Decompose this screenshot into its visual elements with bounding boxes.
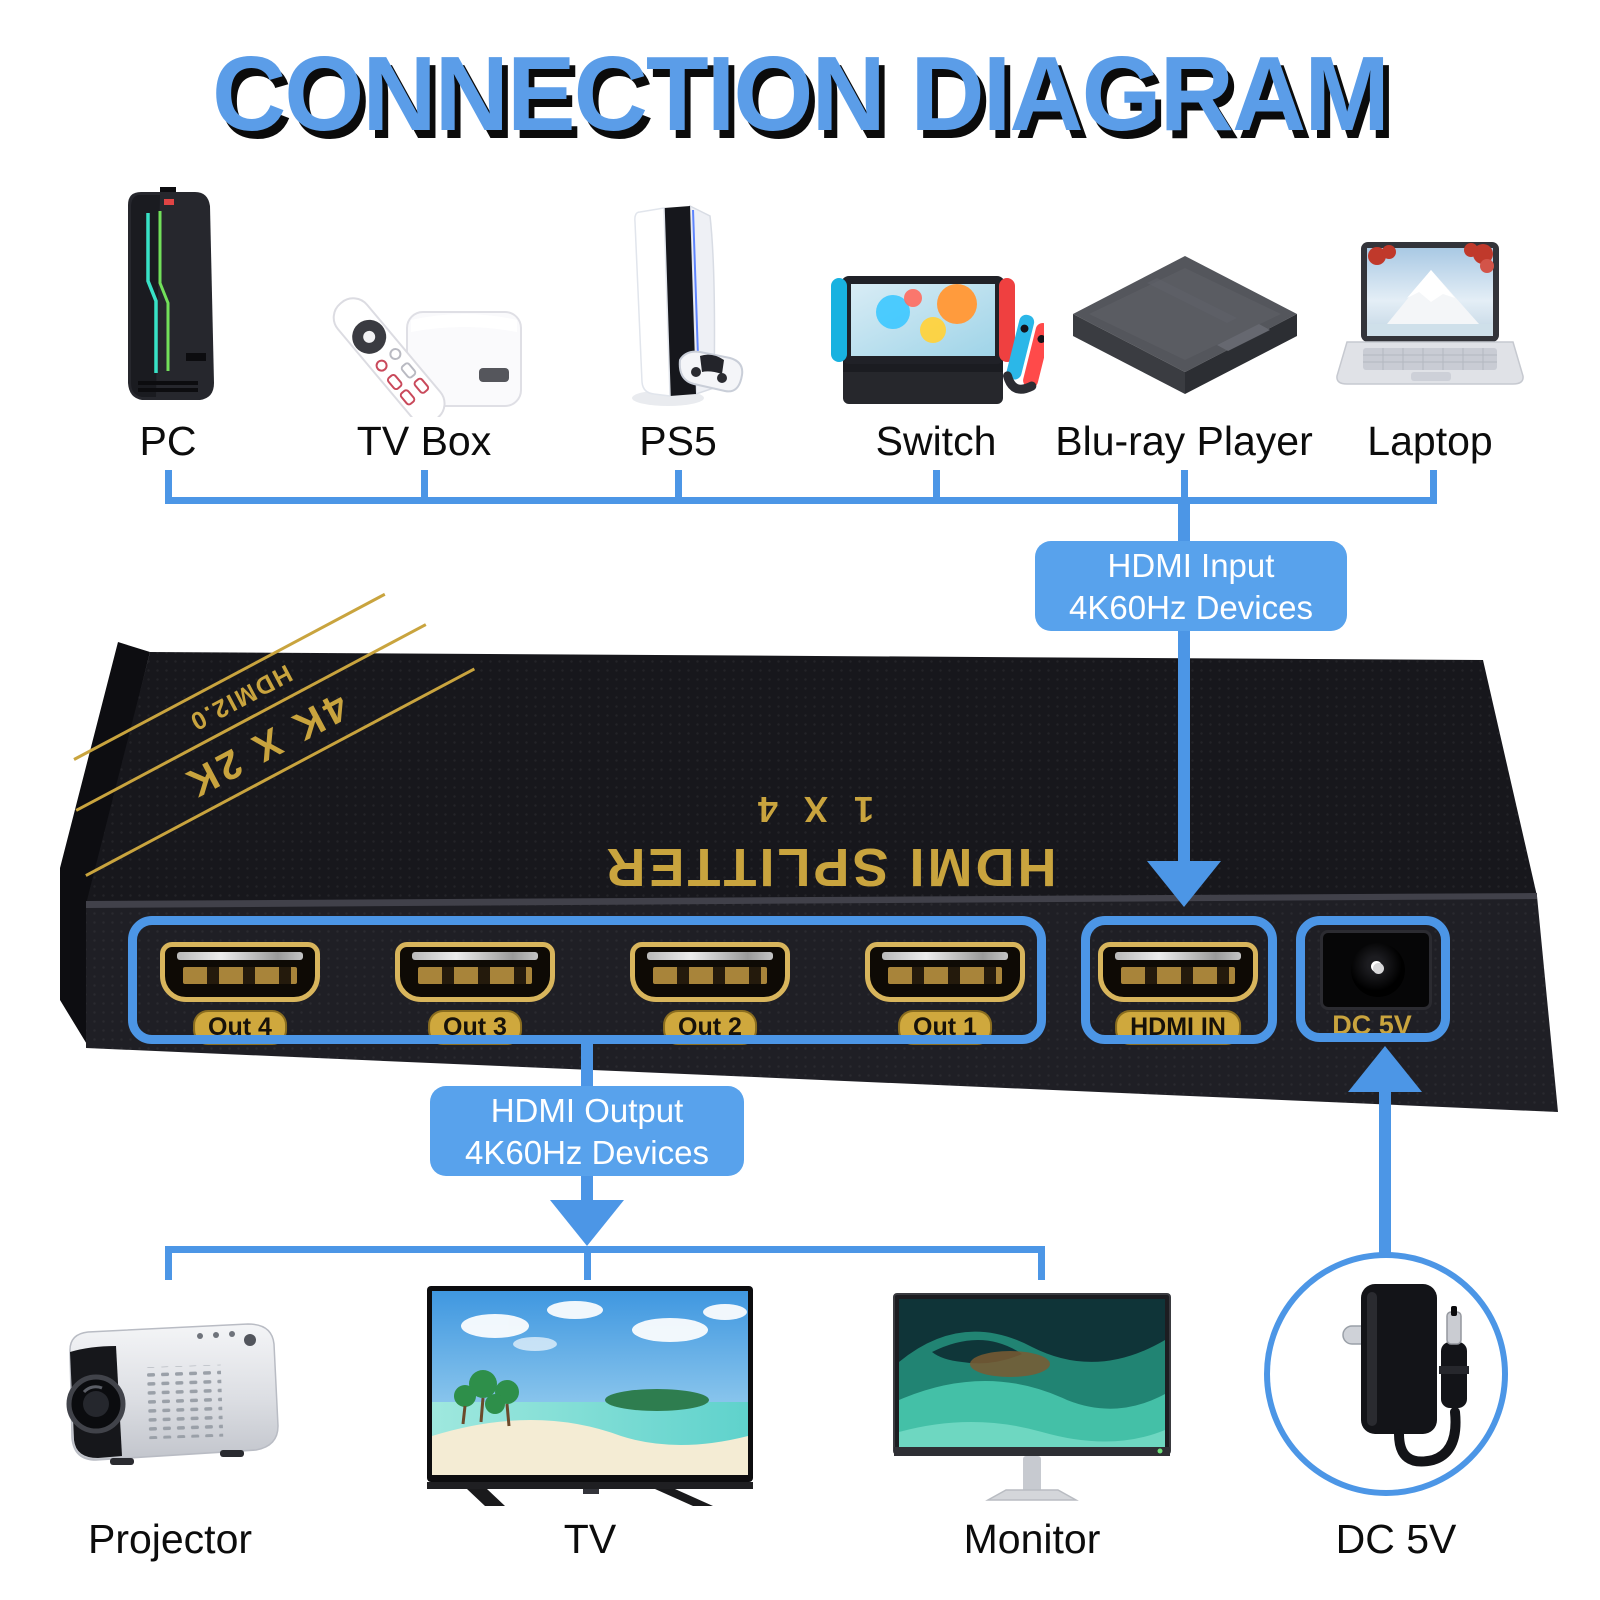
splitter-model-text: 1 X 4 bbox=[749, 789, 875, 830]
hdmi-input-callout: HDMI Input 4K60Hz Devices bbox=[1035, 541, 1347, 631]
monitor-icon bbox=[892, 1292, 1172, 1507]
hdmi-input-callout-line2: 4K60Hz Devices bbox=[1069, 589, 1313, 626]
tv-box-icon bbox=[319, 292, 529, 424]
hdmi-port-input bbox=[1098, 942, 1258, 1002]
device-label-bluray: Blu-ray Player bbox=[1055, 418, 1313, 464]
device-label-tv: TV bbox=[563, 1516, 617, 1562]
hdmi-port-out4 bbox=[160, 942, 320, 1002]
power-adapter-icon bbox=[1283, 1262, 1493, 1482]
dc-jack-pin bbox=[1373, 963, 1384, 974]
pc-icon bbox=[108, 185, 228, 415]
port-tongue bbox=[418, 967, 532, 984]
output-connector-line-lower bbox=[581, 1174, 593, 1202]
output-stub-monitor bbox=[1038, 1246, 1045, 1280]
power-arrow-icon bbox=[1348, 1046, 1422, 1092]
page-title: CONNECTION DIAGRAM bbox=[211, 35, 1390, 153]
output-connector-line-upper bbox=[581, 1042, 593, 1088]
input-stub-tv-box bbox=[421, 470, 428, 498]
dc-jack-hole bbox=[1351, 943, 1405, 997]
hdmi-port-out3 bbox=[395, 942, 555, 1002]
laptop-icon bbox=[1335, 238, 1525, 413]
input-stub-laptop bbox=[1430, 470, 1437, 498]
port-pins bbox=[647, 952, 773, 960]
projector-icon bbox=[50, 1318, 290, 1468]
hdmi-output-callout: HDMI Output 4K60Hz Devices bbox=[430, 1086, 744, 1176]
port-pins bbox=[177, 952, 303, 960]
device-label-tv-box: TV Box bbox=[356, 418, 492, 464]
input-port-outline bbox=[1081, 916, 1277, 1044]
hdmi-port-out2 bbox=[630, 942, 790, 1002]
input-connector-line-upper bbox=[1178, 497, 1190, 543]
port-tongue bbox=[888, 967, 1002, 984]
hdmi-output-callout-line2: 4K60Hz Devices bbox=[465, 1134, 709, 1171]
output-bracket-line bbox=[165, 1246, 1045, 1253]
input-stub-pc bbox=[165, 470, 172, 498]
ps5-icon bbox=[606, 198, 751, 413]
hdmi-port-out1 bbox=[865, 942, 1025, 1002]
output-stub-projector bbox=[165, 1246, 172, 1280]
device-label-laptop: Laptop bbox=[1367, 418, 1493, 464]
port-pins bbox=[1115, 952, 1241, 960]
input-arrow-icon bbox=[1147, 861, 1221, 907]
device-label-switch: Switch bbox=[875, 418, 997, 464]
power-port-outline bbox=[1296, 916, 1450, 1042]
hdmi-output-callout-line1: HDMI Output bbox=[490, 1092, 684, 1129]
input-stub-bluray bbox=[1181, 470, 1188, 498]
device-label-monitor: Monitor bbox=[963, 1516, 1101, 1562]
device-label-projector: Projector bbox=[87, 1516, 253, 1562]
tv-icon bbox=[425, 1284, 755, 1509]
output-ports-outline bbox=[128, 916, 1046, 1044]
device-label-ps5: PS5 bbox=[639, 418, 717, 464]
output-arrow-icon bbox=[550, 1200, 624, 1246]
hdmi-input-callout-line1: HDMI Input bbox=[1107, 547, 1275, 584]
input-stub-switch bbox=[933, 470, 940, 498]
port-tongue bbox=[183, 967, 297, 984]
input-connector-line-lower bbox=[1178, 629, 1190, 863]
port-tongue bbox=[653, 967, 767, 984]
input-bracket-line bbox=[165, 497, 1437, 504]
power-connector-line bbox=[1379, 1090, 1391, 1254]
dc-power-jack bbox=[1320, 930, 1432, 1010]
device-label-dc5v: DC 5V bbox=[1335, 1516, 1457, 1562]
input-stub-ps5 bbox=[675, 470, 682, 498]
switch-icon bbox=[829, 272, 1051, 417]
port-pins bbox=[882, 952, 1008, 960]
output-stub-tv bbox=[584, 1246, 591, 1280]
bluray-player-icon bbox=[1067, 248, 1302, 408]
port-pins bbox=[412, 952, 538, 960]
port-tongue bbox=[1121, 967, 1235, 984]
device-label-pc: PC bbox=[139, 418, 197, 464]
splitter-brand-text: HDMI SPLITTER bbox=[603, 837, 1057, 897]
